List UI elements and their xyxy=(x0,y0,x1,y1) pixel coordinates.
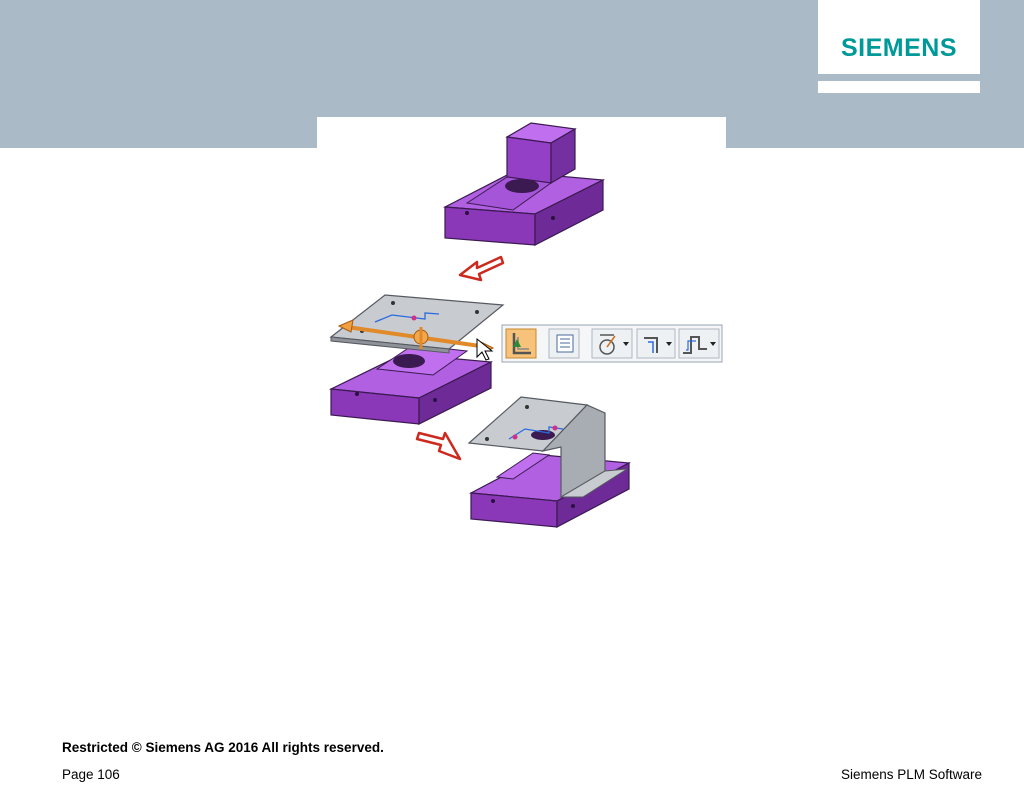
page-number: Page 106 xyxy=(62,767,120,782)
logo-text: SIEMENS xyxy=(840,34,958,62)
logo-underline-strip xyxy=(818,81,980,93)
bent-sheet-metal xyxy=(467,396,628,499)
arrow-down-right xyxy=(415,431,462,461)
arrow-down-left xyxy=(458,255,505,282)
corner-relief-button[interactable] xyxy=(636,328,676,359)
part-middle xyxy=(328,344,494,425)
figure-drawing xyxy=(328,122,723,528)
list-icon xyxy=(556,334,574,353)
corner-relief-icon xyxy=(644,337,658,353)
footer-copyright: Restricted © Siemens AG 2016 All rights … xyxy=(62,740,384,755)
mouse-cursor-icon xyxy=(476,337,494,361)
siemens-logo: SIEMENS xyxy=(818,0,980,74)
bend-radius-icon xyxy=(599,334,616,355)
list-button[interactable] xyxy=(548,328,580,359)
sheet-metal-figure xyxy=(317,117,726,535)
part-top xyxy=(442,122,606,246)
flange-icon xyxy=(512,333,531,355)
footer-company: Siemens PLM Software xyxy=(840,767,982,782)
bend-radius-button[interactable] xyxy=(591,328,633,359)
flange-command-toolbar[interactable] xyxy=(501,324,723,363)
jog-button[interactable] xyxy=(678,328,720,359)
flange-button[interactable] xyxy=(505,328,537,359)
jog-icon xyxy=(683,336,707,354)
